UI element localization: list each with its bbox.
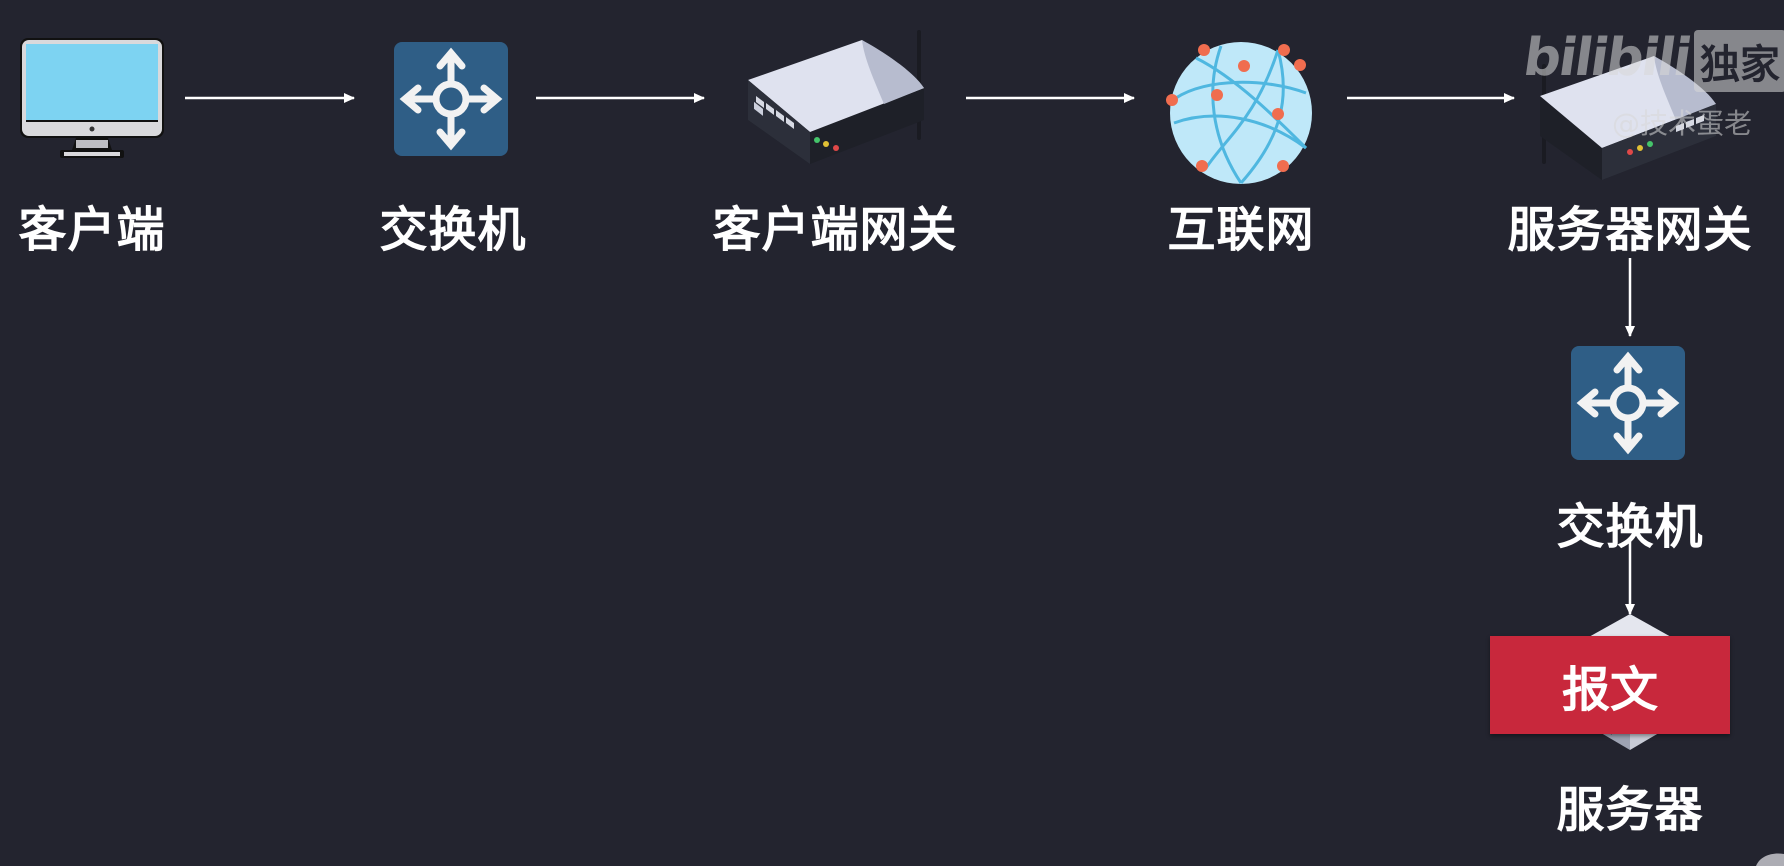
- router-icon: [748, 30, 924, 164]
- client-gateway-label: 客户端网关: [712, 202, 958, 258]
- router-icon: [1540, 56, 1716, 180]
- packet-label: 报文: [1561, 662, 1658, 718]
- corner-mark-icon: [1756, 853, 1784, 866]
- globe-icon: [1166, 42, 1312, 184]
- switch-icon: [1571, 346, 1685, 460]
- client-label: 客户端: [18, 202, 166, 258]
- switch-1-label: 交换机: [379, 202, 527, 258]
- packet-box: 报文: [1490, 636, 1730, 734]
- monitor-icon: [20, 38, 164, 158]
- switch-icon: [394, 42, 508, 156]
- server-gateway-label: 服务器网关: [1507, 202, 1753, 258]
- server-label: 服务器: [1556, 782, 1704, 838]
- internet-label: 互联网: [1167, 202, 1315, 258]
- switch-2-label: 交换机: [1556, 499, 1704, 555]
